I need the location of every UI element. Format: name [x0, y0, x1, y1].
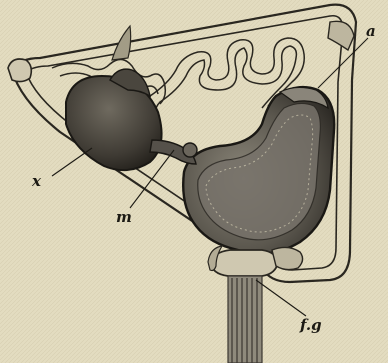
label-a: a: [366, 22, 376, 40]
peduncle: [228, 276, 262, 363]
label-x: x: [31, 172, 42, 190]
label-m: m: [116, 208, 132, 226]
label-fg: f.g: [299, 316, 322, 334]
